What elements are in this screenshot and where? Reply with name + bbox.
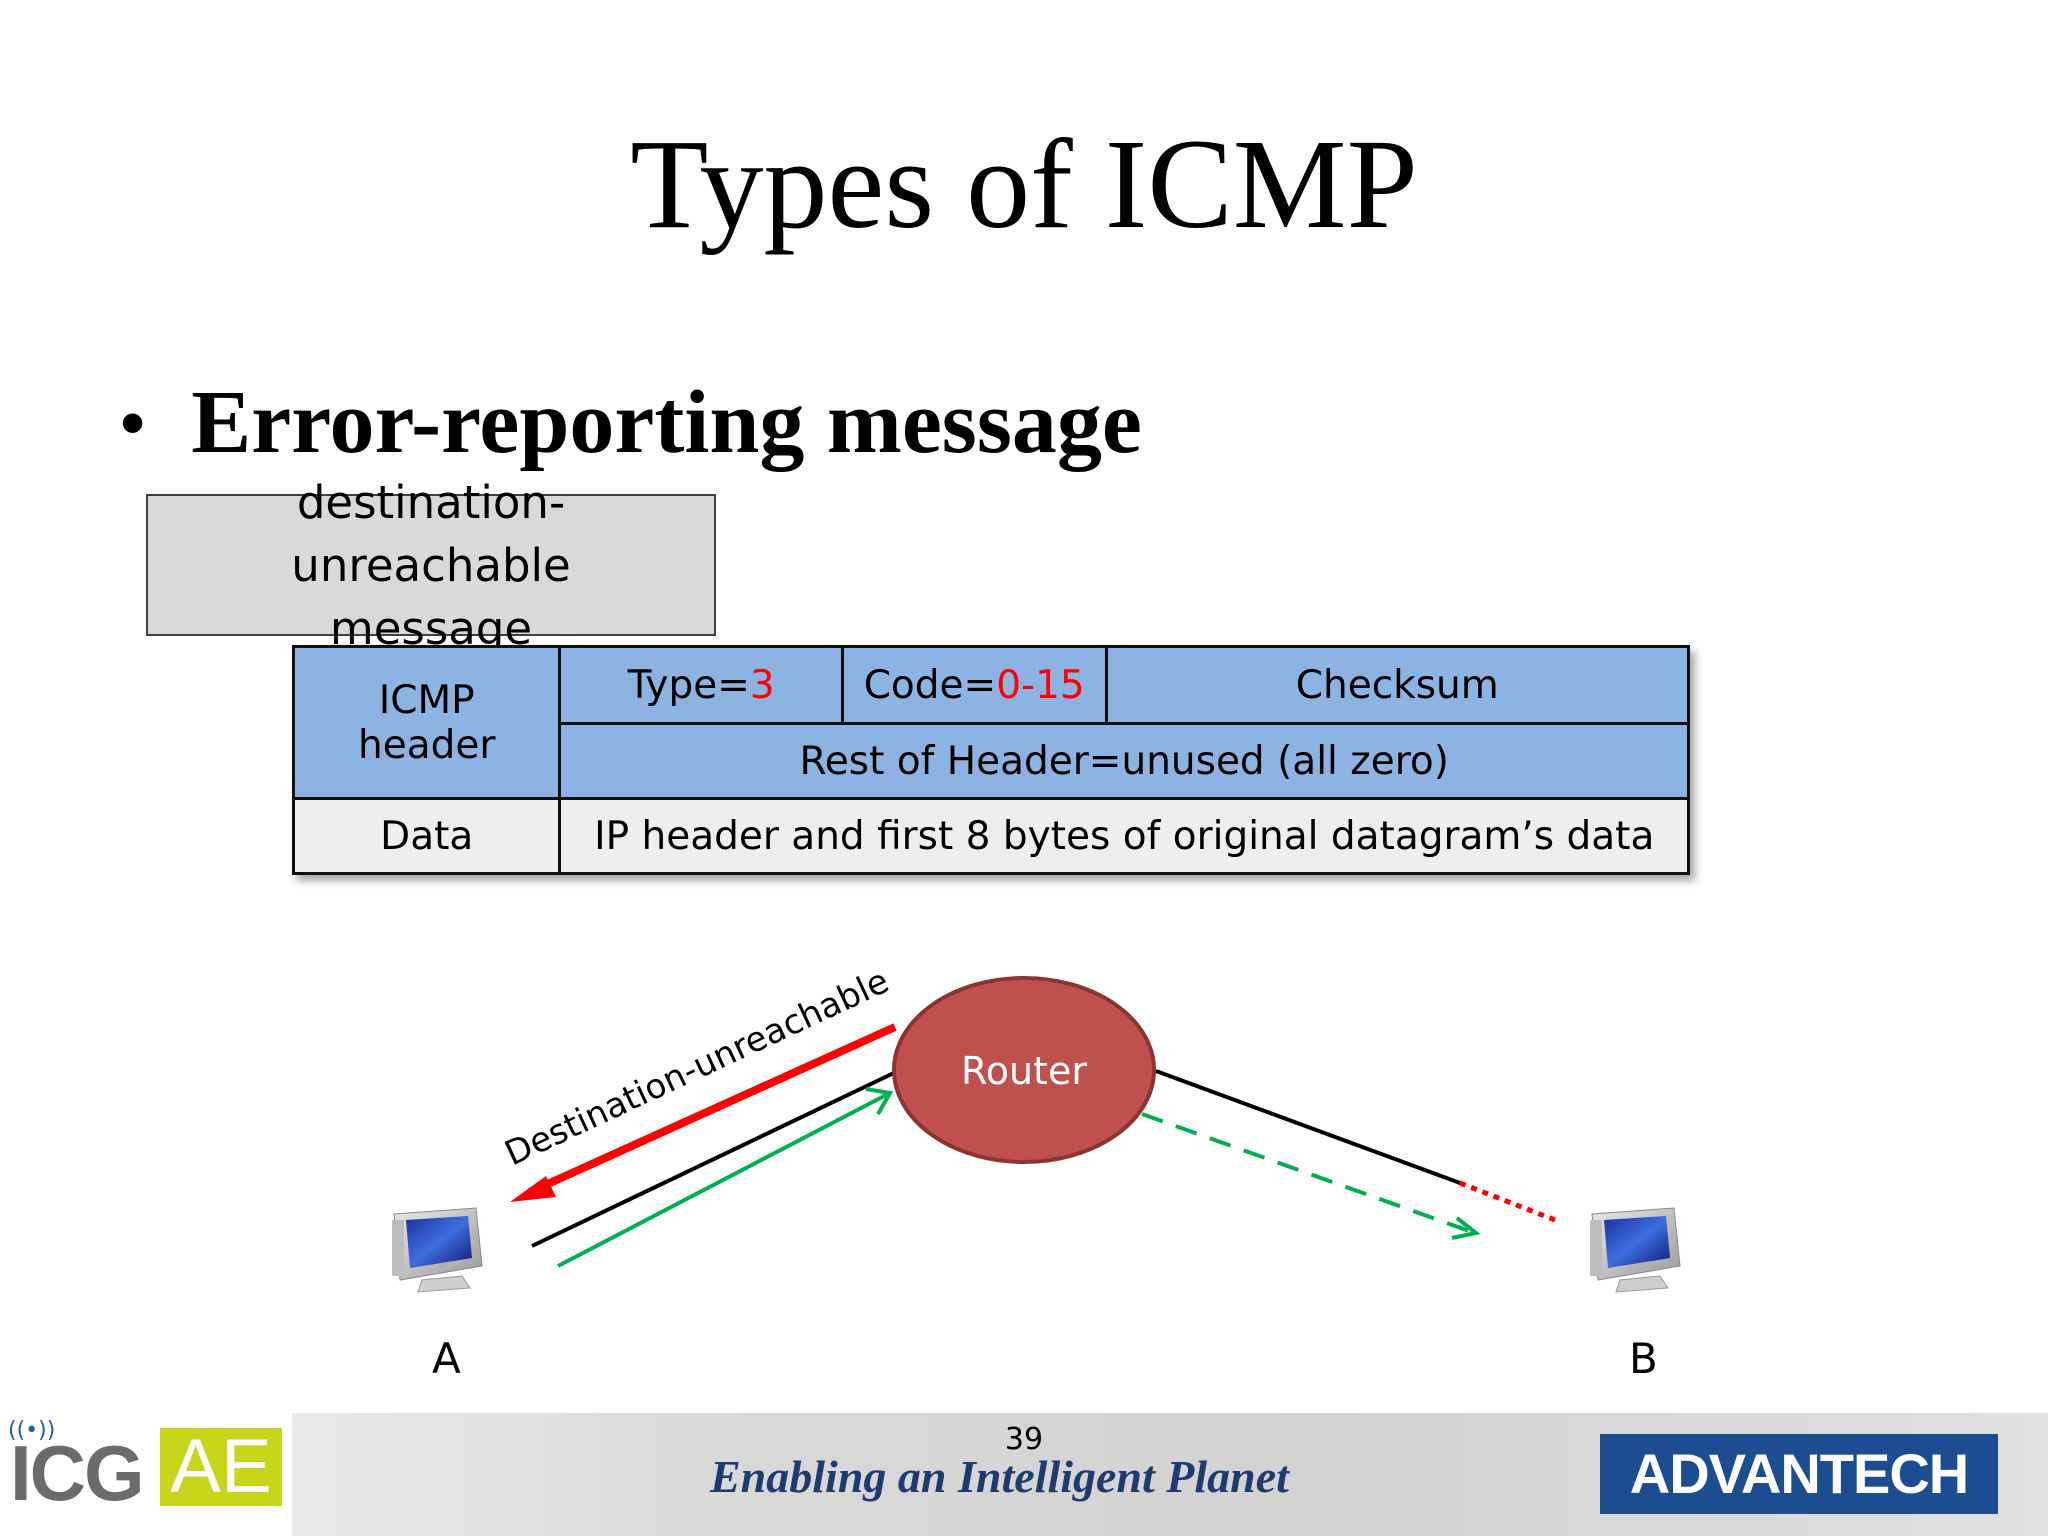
data-label-cell: Data xyxy=(291,797,562,875)
rest-of-header-cell: Rest of Header=unused (all zero) xyxy=(558,722,1690,800)
type-field-cell: Type=3 xyxy=(558,645,844,725)
computer-icon xyxy=(1590,1207,1681,1293)
host-a-label: A xyxy=(432,1334,461,1383)
bullet-text: Error-reporting message xyxy=(191,373,1142,472)
code-field-cell: Code=0-15 xyxy=(840,645,1108,725)
icmp-header-label-cell: ICMP header xyxy=(291,645,562,800)
computer-icon xyxy=(392,1207,483,1293)
ae-logo-box: AE xyxy=(160,1428,282,1506)
page-number: 39 xyxy=(1004,1422,1044,1457)
icmp-header-label-line2: header xyxy=(358,722,496,768)
error-arrow-router-to-a-head xyxy=(510,1176,556,1202)
packet-arrow-router-to-b-head xyxy=(1451,1216,1481,1240)
error-arrow-router-to-a xyxy=(528,1023,897,1196)
icmp-header-label-line1: ICMP xyxy=(378,677,475,723)
message-type-box: destination-unreachable message xyxy=(146,476,716,655)
router-label: Router xyxy=(961,1049,1087,1093)
bullet-dot: • xyxy=(120,383,146,463)
packet-arrow-a-to-router xyxy=(557,1092,889,1268)
bullet-item: • Error-reporting message xyxy=(120,378,1142,468)
packet-arrow-router-to-b xyxy=(1141,1112,1473,1234)
slide-title: Types of ICMP xyxy=(630,113,1418,255)
error-arrow-label: Destination-unreachable xyxy=(499,961,895,1174)
type-field-value: 3 xyxy=(749,662,775,708)
link-router-b xyxy=(1155,1069,1461,1185)
icmp-format-table: ICMP header Type=3 Code=0-15 Checksum Re… xyxy=(291,645,1691,875)
code-field-value: 0-15 xyxy=(996,662,1085,708)
type-field-prefix: Type= xyxy=(627,662,750,708)
footer-tagline: Enabling an Intelligent Planet xyxy=(710,1451,1289,1502)
data-value-cell: IP header and first 8 bytes of original … xyxy=(558,797,1690,875)
code-field-prefix: Code= xyxy=(863,662,997,708)
message-type-line1: destination-unreachable xyxy=(291,475,571,592)
host-b-label: B xyxy=(1629,1334,1658,1383)
link-a-router xyxy=(531,1069,899,1248)
packet-arrow-a-to-router-head xyxy=(865,1087,894,1115)
icg-logo-text: ICG xyxy=(10,1429,145,1517)
router-node xyxy=(892,976,1156,1164)
broken-link-segment xyxy=(1459,1180,1561,1225)
signal-icon: ((•)) xyxy=(8,1418,56,1443)
advantech-logo: ADVANTECH xyxy=(1600,1434,1998,1514)
checksum-field-cell: Checksum xyxy=(1104,645,1691,725)
